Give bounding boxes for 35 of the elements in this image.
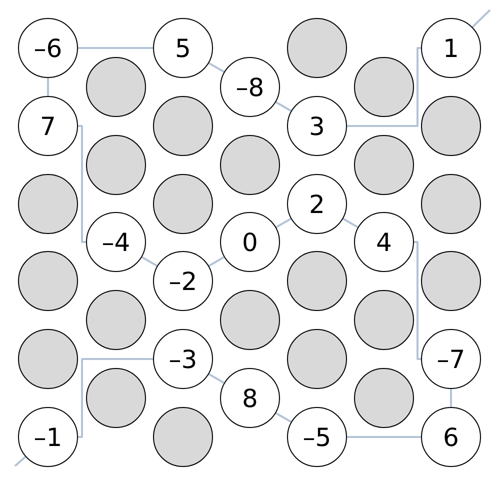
connector-line bbox=[141, 256, 158, 267]
number-circle: 7 bbox=[18, 96, 78, 156]
connector-line bbox=[47, 78, 49, 96]
connector-line bbox=[208, 62, 225, 73]
connector-line bbox=[208, 256, 225, 267]
connector-line bbox=[208, 373, 225, 384]
connector-line bbox=[276, 218, 292, 228]
connector-line bbox=[78, 125, 86, 243]
connector-line bbox=[78, 47, 153, 49]
number-circle: 2 bbox=[287, 174, 347, 234]
number-circle: –8 bbox=[220, 57, 280, 117]
number-circle: 6 bbox=[421, 407, 481, 467]
number-circle: 3 bbox=[287, 96, 347, 156]
number-circle: –3 bbox=[153, 329, 213, 389]
number-circle: –2 bbox=[153, 251, 213, 311]
connector-line bbox=[414, 241, 421, 360]
number-circle: 0 bbox=[220, 212, 280, 272]
connector-line bbox=[450, 389, 452, 407]
number-circle: –5 bbox=[287, 407, 347, 467]
connector-line bbox=[78, 358, 153, 438]
number-circle: 5 bbox=[153, 18, 213, 78]
connector-line bbox=[14, 456, 26, 467]
connector-line bbox=[342, 218, 358, 228]
number-circle: 4 bbox=[354, 212, 414, 272]
number-circle: –1 bbox=[18, 407, 78, 467]
number-circle: –7 bbox=[421, 329, 481, 389]
number-circle: –4 bbox=[86, 212, 146, 272]
connector-line bbox=[275, 101, 292, 112]
connector-line bbox=[472, 9, 491, 28]
number-circle: 1 bbox=[421, 18, 481, 78]
number-circle: –6 bbox=[18, 18, 78, 78]
connector-line bbox=[347, 47, 421, 127]
connector-line bbox=[347, 436, 421, 438]
number-circle: 8 bbox=[220, 368, 280, 428]
connector-line bbox=[275, 412, 292, 423]
